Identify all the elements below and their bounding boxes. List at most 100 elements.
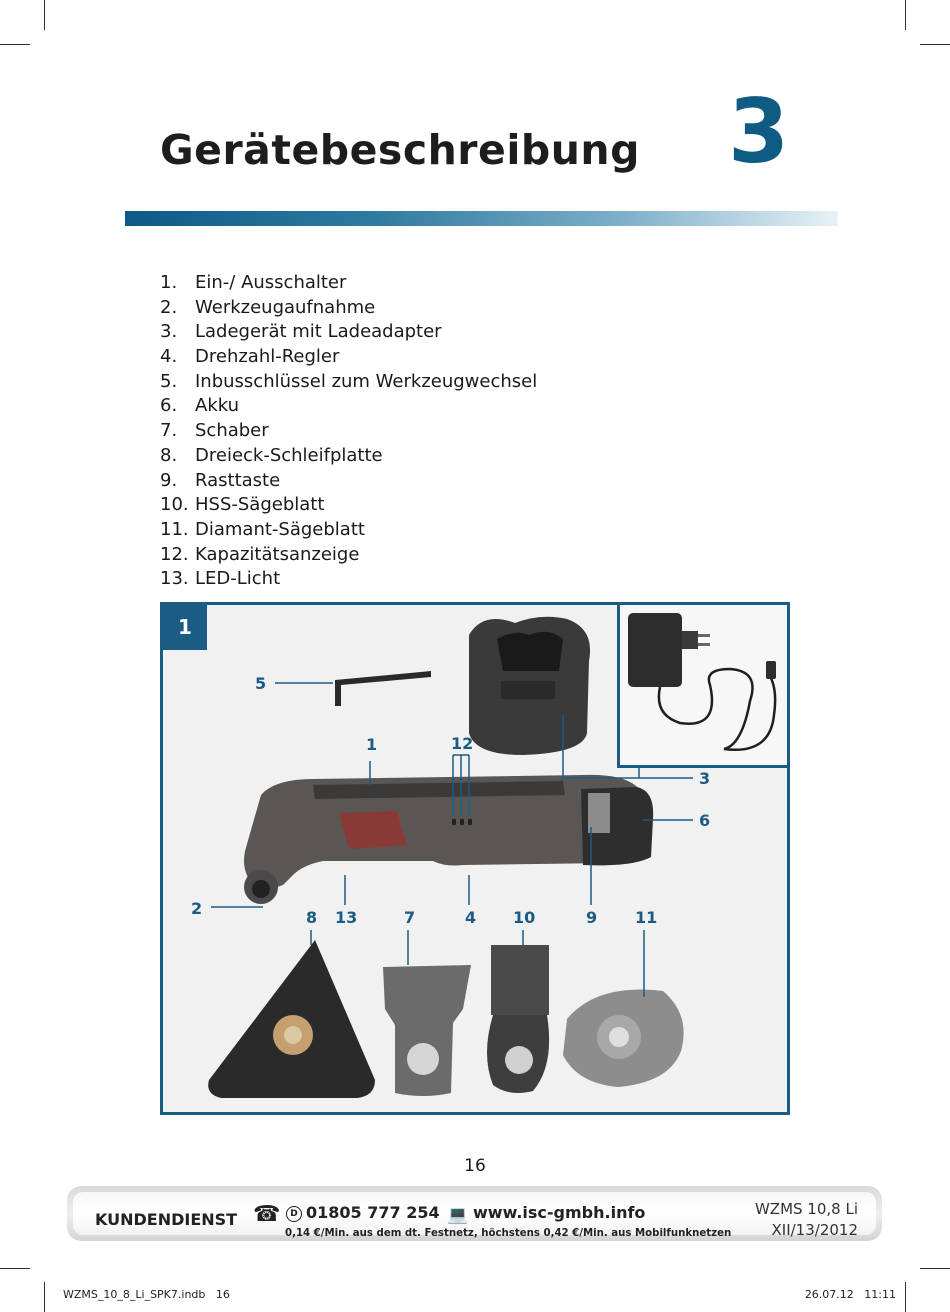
list-item-number: 6. bbox=[160, 395, 178, 417]
list-item-number: 9. bbox=[160, 469, 178, 491]
tool-red-panel-shape bbox=[339, 811, 407, 849]
model-info: WZMS 10,8 Li XII/13/2012 bbox=[755, 1199, 858, 1241]
list-item: 8.Dreieck-Schleifplatte bbox=[160, 444, 537, 469]
list-item-label: Drehzahl-Regler bbox=[195, 346, 340, 368]
list-item-number: 1. bbox=[160, 272, 178, 293]
list-item: 9. Rasttaste bbox=[160, 469, 537, 494]
list-item-label: Rasttaste bbox=[195, 469, 281, 491]
list-item: 10. HSS-Sägeblatt bbox=[160, 493, 537, 518]
callout-5: 5 bbox=[255, 674, 266, 693]
service-website: www.isc-gmbh.info bbox=[473, 1203, 646, 1222]
list-item: 7. Schaber bbox=[160, 419, 537, 444]
callout-10: 10 bbox=[513, 908, 535, 927]
service-footer-panel: KUNDENDIENST ☎ D 01805 777 254 💻 www.isc… bbox=[73, 1192, 876, 1239]
callout-1: 1 bbox=[366, 735, 377, 754]
print-slug-timestamp: 26.07.12 11:11 bbox=[804, 1288, 896, 1301]
list-item-number: 13. bbox=[160, 568, 189, 590]
list-item-label: HSS-Sägeblatt bbox=[195, 494, 325, 516]
hss-blade-tip-shape bbox=[491, 945, 549, 1015]
model-name: WZMS 10,8 Li bbox=[754, 1200, 858, 1218]
callout-8: 8 bbox=[306, 908, 317, 927]
list-item-label: Werkzeugaufnahme bbox=[195, 296, 376, 318]
callout-7: 7 bbox=[404, 908, 415, 927]
hss-blade-hub-shape bbox=[505, 1046, 533, 1074]
charger-label-shape bbox=[501, 681, 555, 699]
list-item-number: 11. bbox=[160, 518, 189, 540]
chapter-number: 3 bbox=[728, 80, 790, 183]
allen-key-shape bbox=[335, 671, 431, 706]
crop-mark bbox=[0, 44, 30, 45]
product-illustration: 5 1 12 3 6 2 8 13 7 4 10 9 11 bbox=[191, 616, 710, 1098]
list-item-label: Ladegerät mit Ladeadapter bbox=[195, 321, 442, 343]
list-item: 5.Inbusschlüssel zum Werkzeugwechsel bbox=[160, 370, 537, 395]
list-item-label: Akku bbox=[195, 395, 240, 417]
plug-body-shape bbox=[682, 631, 698, 649]
plug-pin-shape bbox=[698, 643, 710, 646]
charger-inset bbox=[617, 605, 787, 768]
callout-2: 2 bbox=[191, 899, 202, 918]
list-item-label: LED-Licht bbox=[195, 568, 281, 590]
callout-11: 11 bbox=[635, 908, 657, 927]
crop-mark bbox=[905, 1282, 906, 1312]
charger-slot-shape bbox=[497, 631, 563, 671]
crop-mark bbox=[44, 0, 45, 30]
list-item-number: 3. bbox=[160, 321, 178, 343]
charger-connector-shape bbox=[766, 661, 776, 679]
product-figure: 5 1 12 3 6 2 8 13 7 4 10 9 11 1 bbox=[160, 602, 790, 1115]
indicator-light-shape bbox=[468, 819, 472, 825]
list-item-number: 12. bbox=[160, 543, 189, 565]
list-item-number: 2. bbox=[160, 296, 178, 318]
list-item: 2. Werkzeugaufnahme bbox=[160, 296, 537, 321]
indicator-light-shape bbox=[452, 819, 456, 825]
callout-6: 6 bbox=[699, 811, 710, 830]
service-rates: 0,14 €/Min. aus dem dt. Festnetz, höchst… bbox=[285, 1228, 732, 1239]
plug-pin-shape bbox=[698, 634, 710, 637]
list-item-label: Schaber bbox=[195, 420, 269, 442]
charger-adapter-shape bbox=[628, 613, 682, 687]
scraper-hub-shape bbox=[407, 1043, 439, 1075]
list-item: 12. Kapazitätsanzeige bbox=[160, 543, 537, 568]
callout-4: 4 bbox=[465, 908, 476, 927]
indicator-light-shape bbox=[460, 819, 464, 825]
battery-release-shape bbox=[588, 793, 610, 833]
list-item: 13. LED-Licht bbox=[160, 567, 537, 592]
list-item-label: Kapazitätsanzeige bbox=[195, 543, 360, 565]
callout-13: 13 bbox=[335, 908, 357, 927]
list-item-number: 10. bbox=[160, 494, 189, 516]
crop-mark bbox=[920, 1268, 950, 1269]
header-gradient-bar bbox=[125, 211, 838, 226]
list-item-label: Diamant-Sägeblatt bbox=[195, 518, 365, 540]
list-item-number: 4. bbox=[160, 346, 178, 368]
parts-list: 1. Ein-/ Ausschalter 2. Werkzeugaufnahme 3… bbox=[160, 271, 537, 592]
list-item: 1. Ein-/ Ausschalter bbox=[160, 271, 537, 296]
list-item-number: 7. bbox=[160, 420, 178, 442]
list-item-label: Ein-/ Ausschalter bbox=[195, 272, 347, 293]
crop-mark bbox=[0, 1268, 30, 1269]
model-date-code: XII/13/2012 bbox=[771, 1221, 859, 1239]
country-d-icon: D bbox=[286, 1206, 302, 1222]
tool-spindle-shape bbox=[252, 880, 270, 898]
crop-mark bbox=[44, 1282, 45, 1312]
page-number: 16 bbox=[464, 1156, 486, 1176]
list-item-label: Dreieck-Schleifplatte bbox=[195, 444, 383, 466]
list-item: 3. Ladegerät mit Ladeadapter bbox=[160, 320, 537, 345]
sanding-pad-hole-shape bbox=[284, 1026, 302, 1044]
crop-mark bbox=[920, 44, 950, 45]
print-slug-file: WZMS_10_8_Li_SPK7.indb 16 bbox=[63, 1288, 230, 1301]
list-item: 11. Diamant-Sägeblatt bbox=[160, 518, 537, 543]
callout-3: 3 bbox=[699, 769, 710, 788]
list-item-number: 5. bbox=[160, 370, 178, 392]
page-title: Gerätebeschreibung bbox=[160, 126, 640, 174]
laptop-icon: 💻 bbox=[447, 1205, 469, 1225]
diamond-blade-hole-shape bbox=[609, 1027, 629, 1047]
service-footer: KUNDENDIENST ☎ D 01805 777 254 💻 www.isc… bbox=[67, 1186, 882, 1241]
service-label: KUNDENDIENST bbox=[95, 1210, 238, 1229]
callout-9: 9 bbox=[586, 908, 597, 927]
list-item: 4. Drehzahl-Regler bbox=[160, 345, 537, 370]
scraper-shape bbox=[383, 965, 471, 1096]
tool-body-shape bbox=[244, 774, 649, 888]
charger-illustration bbox=[628, 613, 777, 752]
charger-cable-shape bbox=[657, 667, 777, 752]
callout-12: 12 bbox=[451, 734, 473, 753]
list-item: 6. Akku bbox=[160, 394, 537, 419]
